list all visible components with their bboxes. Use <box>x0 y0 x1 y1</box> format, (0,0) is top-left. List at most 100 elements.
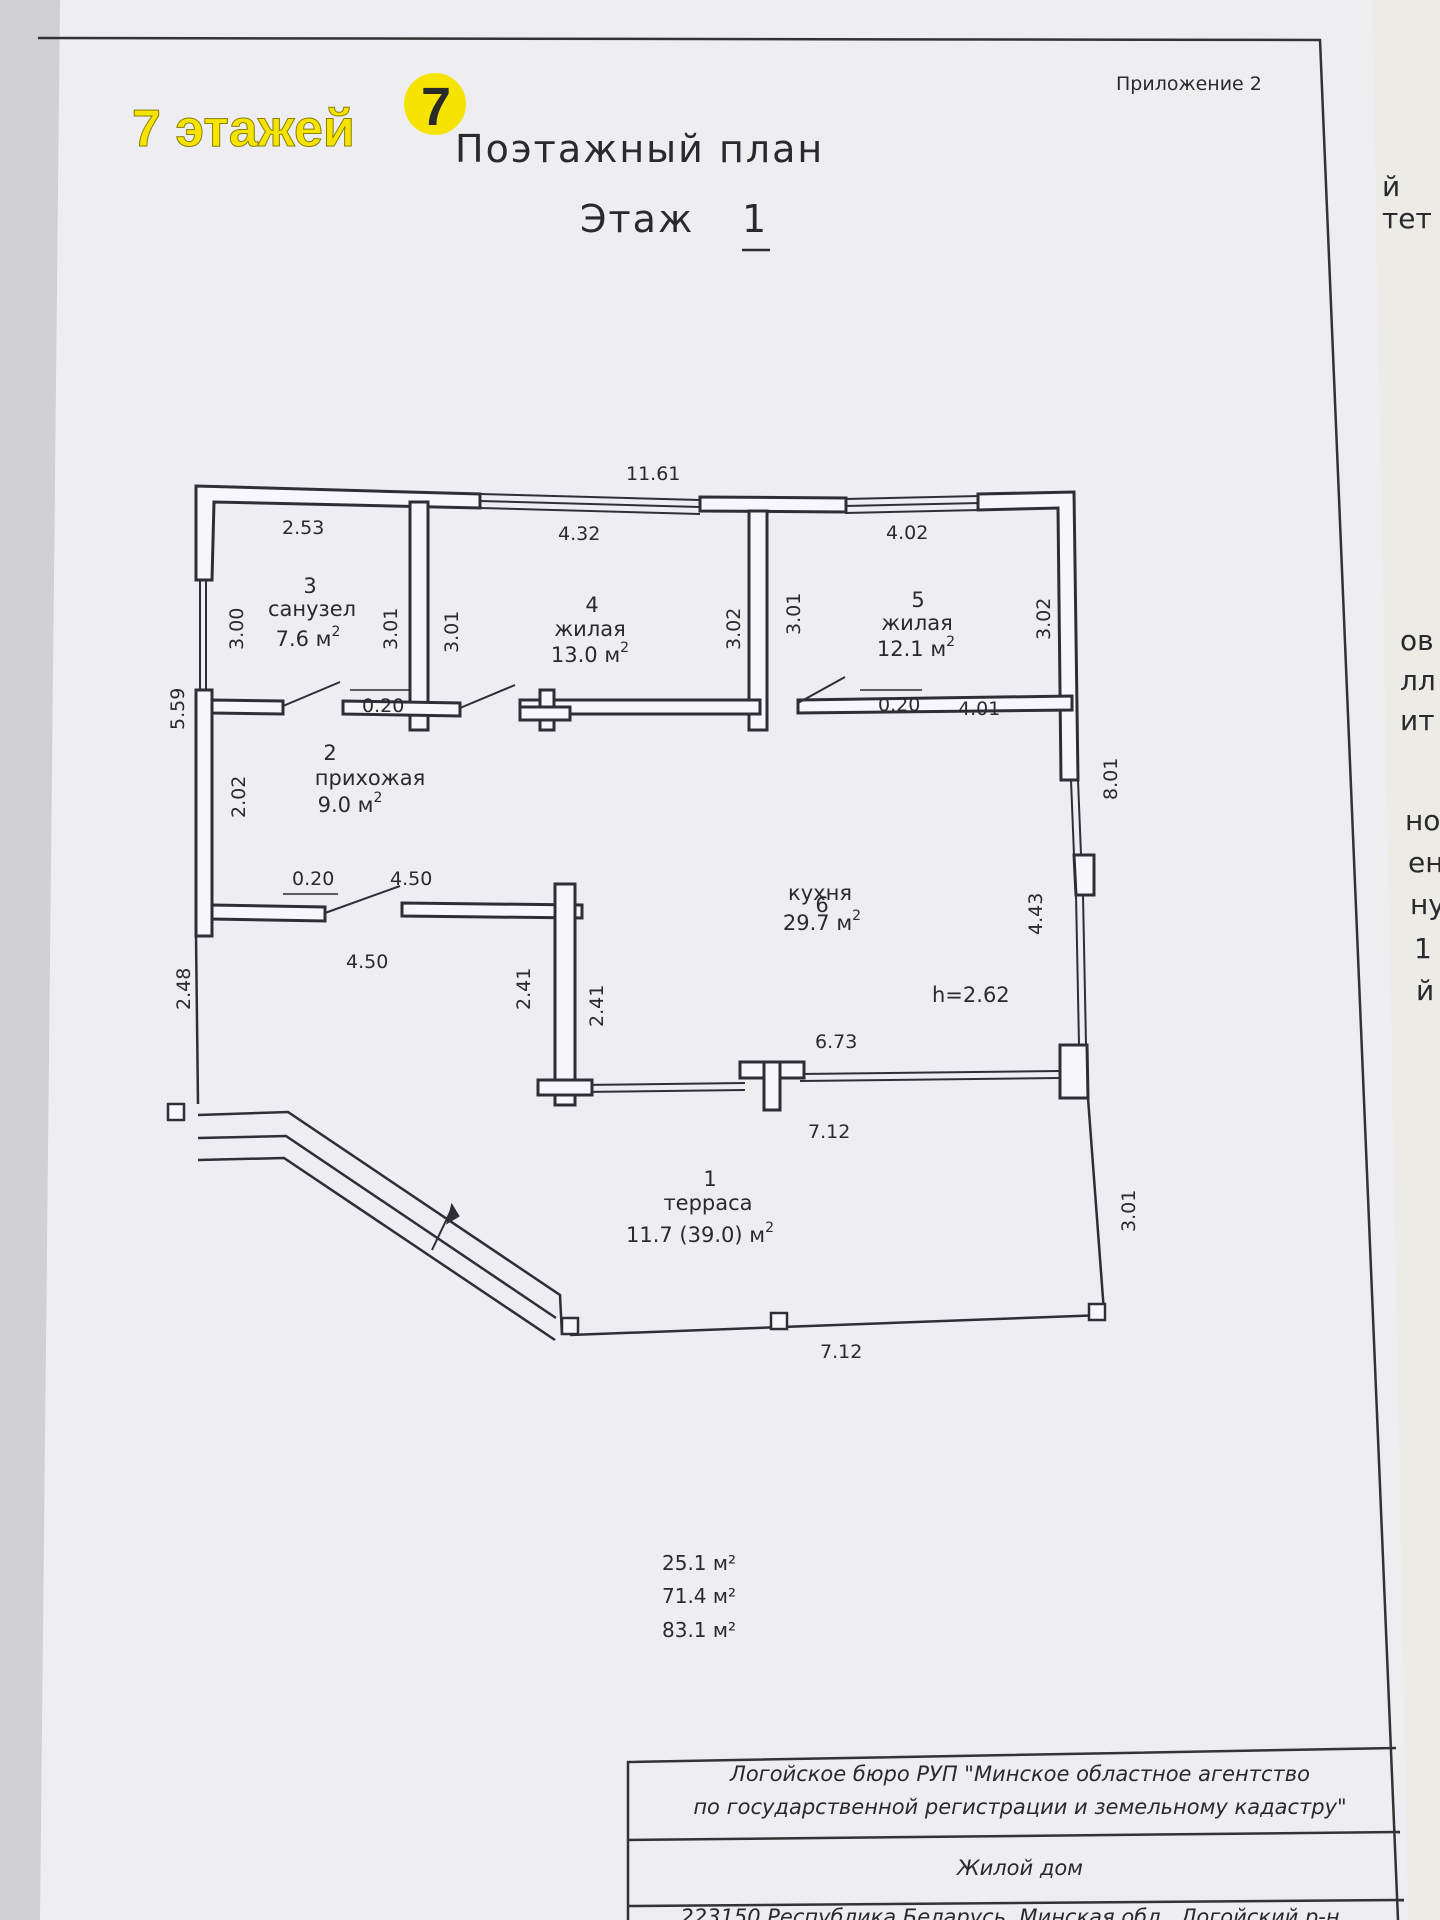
room-name: санузел <box>268 597 356 621</box>
room-number: 5 <box>911 588 924 612</box>
side-fragment: ит <box>1400 704 1435 737</box>
room-label-2: 2 прихожая 9.0 м2 <box>315 741 425 817</box>
window-kitchen-bottom <box>579 1070 1061 1093</box>
window-right <box>1070 779 1087 1046</box>
room-name: прихожая <box>315 766 425 790</box>
stamp-address: 223150 Республика Беларусь, Минская обл.… <box>680 1905 1339 1920</box>
floor-plan <box>166 484 1107 1342</box>
side-fragment: тет <box>1382 202 1432 235</box>
dim-label: 4.01 <box>958 698 1000 720</box>
room-area-value: 13.0 м <box>551 643 620 667</box>
area-exponent: 2 <box>374 790 383 806</box>
side-fragment: ну <box>1410 888 1440 921</box>
dim-label: 2.41 <box>513 968 535 1010</box>
room-area-value: 9.0 м <box>318 793 374 817</box>
room-label-6: 6 кухня <box>815 893 828 917</box>
room-name: жилая <box>554 617 626 641</box>
room-area: 9.0 м2 <box>318 790 383 817</box>
room-number: 6 <box>815 893 828 917</box>
dim-label: 4.02 <box>886 522 928 544</box>
area-exponent: 2 <box>852 908 861 924</box>
dim-label: 5.59 <box>167 688 189 730</box>
area-exponent: 2 <box>332 624 341 640</box>
dim-label: 11.61 <box>626 463 680 485</box>
floor-label: Этаж <box>580 197 694 241</box>
dim-label: 4.43 <box>1025 893 1047 935</box>
side-fragment: лл <box>1400 664 1436 697</box>
total-area: 25.1 м² <box>662 1551 736 1575</box>
dim-label: 3.01 <box>380 608 402 650</box>
dim-label: 2.41 <box>586 985 608 1027</box>
title-block: Логойское бюро РУП "Минское областное аг… <box>626 1746 1405 1920</box>
total-area: 83.1 м² <box>662 1618 736 1642</box>
room-area: 12.1 м2 <box>877 634 955 661</box>
room-area: 11.7 (39.0) м2 <box>626 1220 774 1247</box>
watermark-logo-icon <box>404 73 466 135</box>
dim-label: 3.02 <box>1033 598 1055 640</box>
stamp-object: Жилой дом <box>955 1856 1083 1880</box>
room-area-value: 11.7 (39.0) м <box>626 1223 765 1247</box>
room-number: 1 <box>703 1167 716 1191</box>
room-number: 3 <box>303 574 316 598</box>
dim-label: 3.01 <box>441 611 463 653</box>
room-name: терраса <box>663 1191 752 1215</box>
total-area: 71.4 м² <box>662 1584 736 1608</box>
side-fragment: ен <box>1408 846 1440 879</box>
dim-label: 3.01 <box>1118 1190 1140 1232</box>
sheet-paper <box>0 0 1408 1920</box>
dim-label: 2.48 <box>173 968 195 1010</box>
dim-label: 3.02 <box>723 608 745 650</box>
room-area: 13.0 м2 <box>551 640 629 667</box>
side-fragment: но <box>1405 804 1440 837</box>
side-fragment: ов <box>1400 624 1434 657</box>
drawing-frame <box>37 36 1400 1920</box>
room-label-5: 5 жилая 12.1 м2 <box>877 588 955 661</box>
dim-label: 6.73 <box>815 1031 857 1053</box>
stamp-org-line-2: по государственной регистрации и земельн… <box>693 1795 1346 1819</box>
watermark-text: 7 этажей <box>132 100 355 158</box>
dim-label: 4.32 <box>558 523 600 545</box>
room-label-4: 4 жилая 13.0 м2 <box>551 593 629 667</box>
window-top-right <box>844 495 981 514</box>
side-fragment: 1 <box>1414 932 1432 965</box>
terrace-posts <box>166 1102 1107 1336</box>
room-area-value: 7.6 м <box>276 627 332 651</box>
appendix-label: Приложение 2 <box>1116 73 1262 95</box>
area-exponent: 2 <box>620 640 629 656</box>
sheet-left-shadow <box>0 0 60 1920</box>
watermark: 7 этажей 7 <box>132 73 466 159</box>
room-area: 7.6 м2 <box>276 624 341 651</box>
room-number: 2 <box>323 741 336 765</box>
watermark-logo-glyph: 7 <box>421 77 451 137</box>
dim-label: 0.20 <box>292 868 334 890</box>
room-area-value: 12.1 м <box>877 637 946 661</box>
terrace-outline <box>194 935 1106 1342</box>
dim-label: 7.12 <box>808 1121 850 1143</box>
area-exponent: 2 <box>946 634 955 650</box>
ceiling-height: h=2.62 <box>932 983 1010 1007</box>
dim-label: 8.01 <box>1100 758 1122 800</box>
dim-label: 4.50 <box>390 868 432 890</box>
kitchen-area-text: 29.7 м2 <box>783 908 861 935</box>
window-top-left <box>479 493 701 515</box>
dim-label: 7.12 <box>820 1341 862 1363</box>
window-left <box>199 580 207 690</box>
room-name: жилая <box>881 611 953 635</box>
floor-number: 1 <box>742 197 766 241</box>
room-area-value: 29.7 м <box>783 911 852 935</box>
room-label-3: 3 санузел 7.6 м2 <box>268 574 356 651</box>
dim-label: 0.20 <box>878 694 920 716</box>
door-swings <box>282 676 846 914</box>
room-number: 4 <box>585 593 598 617</box>
plan-title: Поэтажный план <box>455 127 824 171</box>
dim-label: 0.20 <box>362 695 404 717</box>
room-label-1: 1 терраса 11.7 (39.0) м2 <box>626 1167 774 1247</box>
side-fragment: й <box>1416 974 1434 1007</box>
dim-label: 3.01 <box>783 593 805 635</box>
kitchen-name-text: кухня <box>788 881 852 905</box>
dim-label: 2.53 <box>282 517 324 539</box>
dim-label: 4.50 <box>346 951 388 973</box>
dim-label: 3.00 <box>226 608 248 650</box>
area-exponent: 2 <box>765 1220 774 1236</box>
dim-label: 2.02 <box>228 776 250 818</box>
